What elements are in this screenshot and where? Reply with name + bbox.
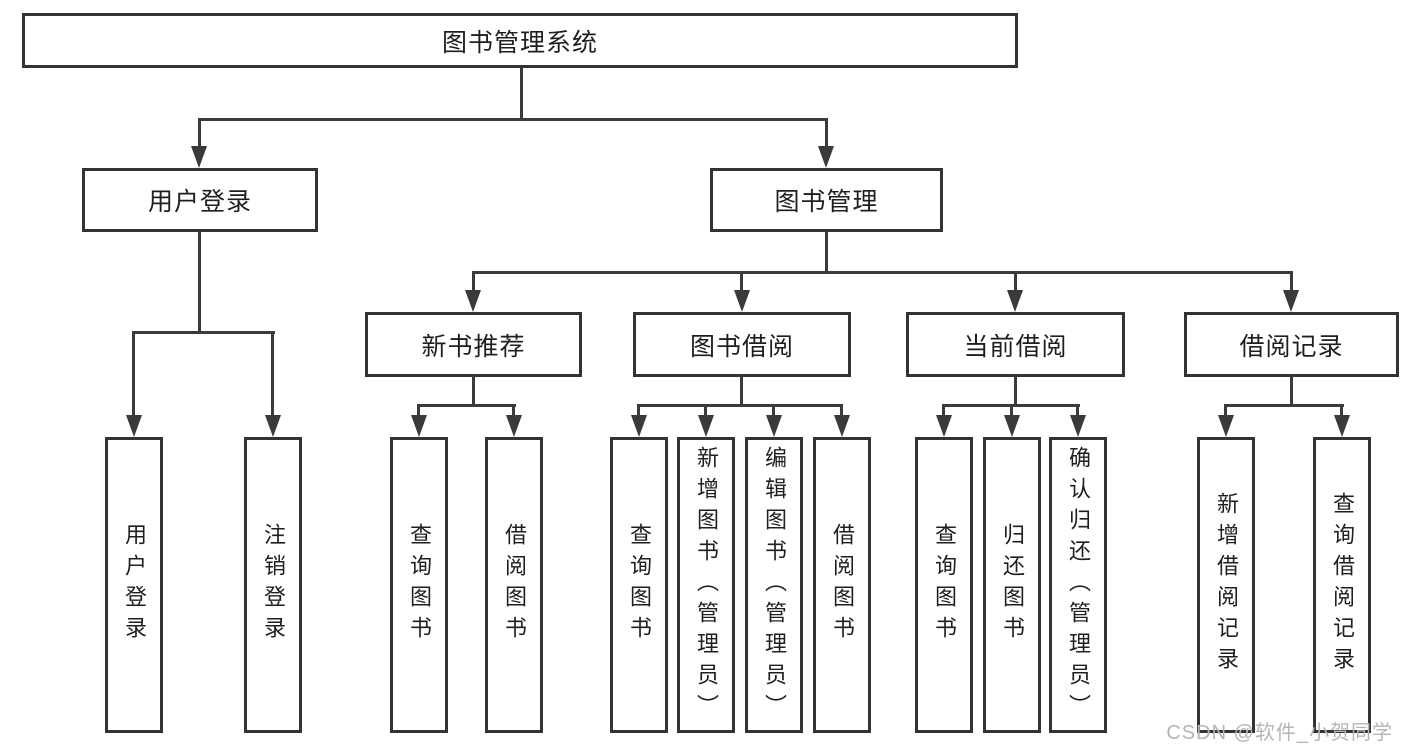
arrow-head: [936, 415, 952, 437]
leaf-logout-label: 注销登录: [261, 523, 286, 647]
arrow-head: [126, 415, 142, 437]
leaf-query-books-current: 查询图书: [915, 437, 973, 733]
arrow-head: [834, 415, 850, 437]
connector: [512, 404, 515, 417]
arrow-head: [1007, 290, 1023, 312]
arrow-head: [1218, 415, 1234, 437]
leaf-add-borrow-record-label: 新增借阅记录: [1214, 492, 1239, 678]
node-book-management: 图书管理: [710, 168, 943, 232]
connector: [825, 231, 828, 274]
arrow-head: [1283, 290, 1299, 312]
connector: [1014, 375, 1017, 406]
node-new-book-recommend-label: 新书推荐: [421, 332, 526, 361]
node-borrow-records: 借阅记录: [1184, 312, 1399, 377]
connector: [1014, 271, 1017, 293]
arrow-head: [411, 415, 427, 437]
arrow-head: [506, 415, 522, 437]
leaf-borrow-books-recommend: 借阅图书: [485, 437, 543, 733]
connector: [417, 404, 420, 417]
leaf-confirm-return-admin: 确认归还（管理员）: [1049, 437, 1107, 733]
leaf-query-books-borrow-label: 查询图书: [627, 523, 652, 647]
leaf-query-borrow-record: 查询借阅记录: [1313, 437, 1371, 733]
leaf-logout: 注销登录: [244, 437, 302, 733]
watermark: CSDN @软件_小贺同学: [1166, 722, 1393, 744]
connector: [1290, 271, 1293, 293]
connector: [825, 118, 828, 148]
connector: [417, 404, 516, 407]
leaf-user-login-label: 用户登录: [122, 523, 147, 647]
arrow-head: [698, 415, 714, 437]
connector: [942, 404, 945, 417]
leaf-query-books-borrow: 查询图书: [610, 437, 668, 733]
node-root-label: 图书管理系统: [441, 28, 598, 57]
leaf-add-book-admin: 新增图书（管理员）: [677, 437, 735, 733]
node-user-login: 用户登录: [82, 168, 318, 232]
connector: [740, 375, 743, 406]
arrow-head: [766, 415, 782, 437]
arrow-head: [1334, 415, 1350, 437]
connector: [637, 404, 640, 417]
arrow-head: [191, 146, 207, 168]
connector: [520, 68, 523, 120]
node-current-borrow-label: 当前借阅: [963, 332, 1068, 361]
connector: [1340, 404, 1343, 417]
leaf-borrow-books-recommend-label: 借阅图书: [502, 523, 527, 647]
node-book-management-label: 图书管理: [774, 188, 879, 216]
node-current-borrow: 当前借阅: [906, 312, 1125, 377]
leaf-borrow-books: 借阅图书: [813, 437, 871, 733]
leaf-return-books-label: 归还图书: [1000, 523, 1025, 647]
connector: [1290, 375, 1293, 406]
arrow-head: [1070, 415, 1086, 437]
node-book-borrow-label: 图书借阅: [689, 332, 794, 361]
leaf-edit-book-admin: 编辑图书（管理员）: [745, 437, 803, 733]
connector: [198, 118, 201, 148]
connector: [740, 271, 743, 293]
arrow-head: [818, 146, 834, 168]
leaf-add-borrow-record: 新增借阅记录: [1197, 437, 1255, 733]
connector: [1224, 404, 1227, 417]
leaf-confirm-return-admin-label: 确认归还（管理员）: [1066, 445, 1091, 725]
node-book-borrow: 图书借阅: [633, 312, 851, 377]
connector: [1010, 404, 1013, 417]
connector: [198, 231, 201, 334]
connector: [198, 118, 828, 121]
connector: [472, 375, 475, 406]
arrow-head: [1004, 415, 1020, 437]
arrow-head: [631, 415, 647, 437]
connector: [472, 271, 475, 293]
connector: [1076, 404, 1079, 417]
connector: [132, 331, 275, 334]
leaf-edit-book-admin-label: 编辑图书（管理员）: [762, 445, 787, 725]
connector: [1224, 404, 1344, 407]
node-borrow-records-label: 借阅记录: [1239, 332, 1344, 361]
leaf-return-books: 归还图书: [983, 437, 1041, 733]
leaf-user-login: 用户登录: [105, 437, 163, 733]
arrow-head: [265, 415, 281, 437]
connector: [772, 404, 775, 417]
connector: [704, 404, 707, 417]
leaf-query-books-recommend-label: 查询图书: [407, 523, 432, 647]
connector: [840, 404, 843, 417]
leaf-query-borrow-record-label: 查询借阅记录: [1330, 492, 1355, 678]
leaf-query-books-current-label: 查询图书: [932, 523, 957, 647]
leaf-add-book-admin-label: 新增图书（管理员）: [694, 445, 719, 725]
arrow-head: [734, 290, 750, 312]
leaf-borrow-books-label: 借阅图书: [830, 523, 855, 647]
connector: [132, 331, 135, 417]
connector: [637, 404, 843, 407]
node-user-login-label: 用户登录: [147, 188, 252, 216]
leaf-query-books-recommend: 查询图书: [390, 437, 448, 733]
connector: [271, 331, 274, 417]
arrow-head: [465, 290, 481, 312]
connector: [472, 271, 1292, 274]
node-root: 图书管理系统: [22, 13, 1018, 68]
node-new-book-recommend: 新书推荐: [365, 312, 582, 377]
